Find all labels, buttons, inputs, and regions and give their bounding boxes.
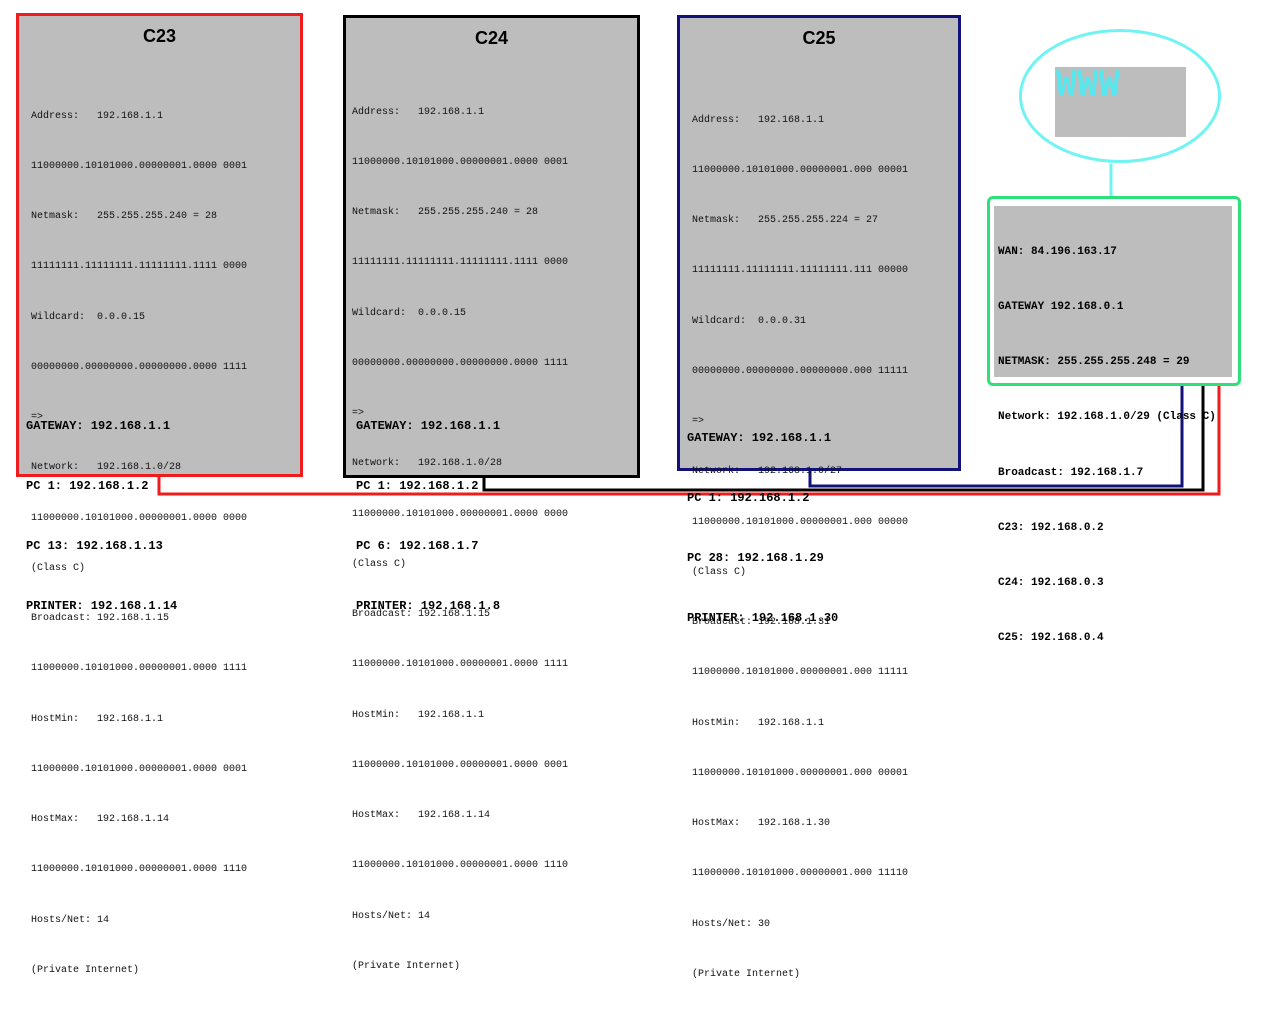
router-line: C25: 192.168.0.4 [998, 632, 1104, 645]
calc-line: 11000000.10101000.00000001.0000 0001 [31, 763, 248, 775]
host-line: PC 6: 192.168.1.7 [356, 539, 479, 553]
calc-line: Netmask: 255.255.255.224 = 27 [692, 215, 879, 226]
calc-line: 11000000.10101000.00000001.0000 1110 [31, 864, 248, 876]
host-line: PC 1: 192.168.1.2 [687, 491, 810, 505]
calc-line: (Private Internet) [352, 960, 461, 972]
subnet-c23-box: C23 Address: 192.168.1.1 11000000.101010… [16, 13, 303, 976]
router-info: WAN: 84.196.163.17 GATEWAY 192.168.0.1 N… [998, 206, 1216, 685]
host-line: PC 28: 192.168.1.29 [687, 551, 824, 565]
host-line: PRINTER: 192.168.1.30 [687, 611, 839, 625]
calc-line: 11000000.10101000.00000001.000 00001 [692, 767, 909, 779]
internet-cloud [1019, 29, 1221, 163]
router-line: Broadcast: 192.168.1.7 [998, 466, 1144, 479]
router-line: C24: 192.168.0.3 [998, 577, 1104, 590]
calc-line: 11000000.10101000.00000001.0000 0001 [352, 156, 569, 168]
calc-line: HostMin: 192.168.1.1 [31, 713, 164, 725]
calc-line: => [692, 416, 705, 427]
host-line: GATEWAY: 192.168.1.1 [356, 419, 501, 433]
subnet-c24-hosts: GATEWAY: 192.168.1.1 PC 1: 192.168.1.2 P… [356, 376, 500, 656]
host-line: PRINTER: 192.168.1.14 [26, 599, 178, 613]
calc-line: 00000000.00000000.00000000.0000 1111 [352, 357, 569, 369]
host-line: GATEWAY: 192.168.1.1 [26, 419, 171, 433]
calc-line: 11111111.11111111.11111111.1111 0000 [352, 257, 569, 269]
calc-line: HostMin: 192.168.1.1 [692, 717, 825, 729]
host-line: PC 1: 192.168.1.2 [356, 479, 479, 493]
router-box: WAN: 84.196.163.17 GATEWAY 192.168.0.1 N… [987, 196, 1241, 644]
calc-line: 11000000.10101000.00000001.000 11110 [692, 868, 909, 880]
calc-line: 11000000.10101000.00000001.0000 1111 [352, 659, 569, 671]
calc-line: 11111111.11111111.11111111.1111 0000 [31, 261, 248, 273]
calc-line: 11000000.10101000.00000001.000 00001 [692, 164, 909, 176]
calc-line: Hosts/Net: 30 [692, 918, 771, 930]
subnet-c24-title: C24 [474, 28, 509, 48]
router-line: Network: 192.168.1.0/29 (Class C) [998, 411, 1216, 424]
host-line: PRINTER: 192.168.1.8 [356, 599, 501, 613]
host-line: PC 13: 192.168.1.13 [26, 539, 163, 553]
calc-line: Wildcard: 0.0.0.15 [31, 311, 146, 323]
router-line: NETMASK: 255.255.255.248 = 29 [998, 356, 1190, 369]
calc-line: Wildcard: 0.0.0.15 [352, 307, 467, 319]
calc-line: Hosts/Net: 14 [31, 914, 110, 926]
calc-line: 11111111.11111111.11111111.111 00000 [692, 265, 909, 277]
c23-cable [157, 380, 1221, 496]
calc-line: HostMax: 192.168.1.14 [352, 810, 491, 821]
subnet-c25-hosts: GATEWAY: 192.168.1.1 PC 1: 192.168.1.2 P… [687, 388, 838, 668]
www-label: WWW [1056, 64, 1121, 104]
subnet-c25-title: C25 [802, 28, 836, 48]
calc-line: => [352, 408, 365, 419]
calc-line: Netmask: 255.255.255.240 = 28 [352, 207, 539, 218]
calc-line: => [31, 412, 44, 423]
router-line: GATEWAY 192.168.0.1 [998, 301, 1124, 314]
calc-line: Network: 192.168.1.0/27 [692, 466, 843, 478]
host-line: GATEWAY: 192.168.1.1 [687, 431, 832, 445]
router-line: C23: 192.168.0.2 [998, 521, 1104, 534]
calc-line: Network: 192.168.1.0/28 [31, 462, 182, 474]
calc-line: 11000000.10101000.00000001.0000 1111 [31, 663, 248, 675]
calc-line: 00000000.00000000.00000000.0000 1111 [31, 361, 248, 373]
c24-cable [482, 380, 1205, 492]
calc-line: 11000000.10101000.00000001.0000 0001 [352, 759, 569, 771]
subnet-c25-box: C25 Address: 192.168.1.1 11000000.101010… [677, 15, 961, 980]
c25-cable [808, 382, 1184, 488]
calc-line: Hosts/Net: 14 [352, 910, 431, 922]
calc-line: Netmask: 255.255.255.240 = 28 [31, 211, 218, 222]
calc-line: 11000000.10101000.00000001.0000 1110 [352, 860, 569, 872]
www-label-box [1055, 67, 1186, 137]
calc-line: HostMin: 192.168.1.1 [352, 709, 485, 721]
router-info-panel: WAN: 84.196.163.17 GATEWAY 192.168.0.1 N… [994, 206, 1232, 644]
calc-line: Address: 192.168.1.1 [352, 106, 485, 118]
subnet-c24-box: C24 Address: 192.168.1.1 11000000.101010… [343, 15, 640, 972]
calc-line: Address: 192.168.1.1 [692, 114, 825, 126]
calc-line: Wildcard: 0.0.0.31 [692, 315, 807, 327]
calc-line: HostMax: 192.168.1.14 [31, 814, 170, 825]
calc-line: 11000000.10101000.00000001.0000 0001 [31, 160, 248, 172]
calc-line: Network: 192.168.1.0/28 [352, 458, 503, 470]
subnet-c23-hosts: GATEWAY: 192.168.1.1 PC 1: 192.168.1.2 P… [26, 376, 177, 656]
host-line: PC 1: 192.168.1.2 [26, 479, 149, 493]
calc-line: (Private Internet) [692, 968, 801, 980]
calc-line: HostMax: 192.168.1.30 [692, 818, 831, 829]
subnet-c23-title: C23 [142, 26, 177, 46]
network-cables [157, 164, 1221, 496]
calc-line: 00000000.00000000.00000000.000 11111 [692, 365, 909, 377]
router-line: WAN: 84.196.163.17 [998, 245, 1117, 258]
calc-line: Address: 192.168.1.1 [31, 110, 164, 122]
calc-line: (Private Internet) [31, 964, 140, 976]
